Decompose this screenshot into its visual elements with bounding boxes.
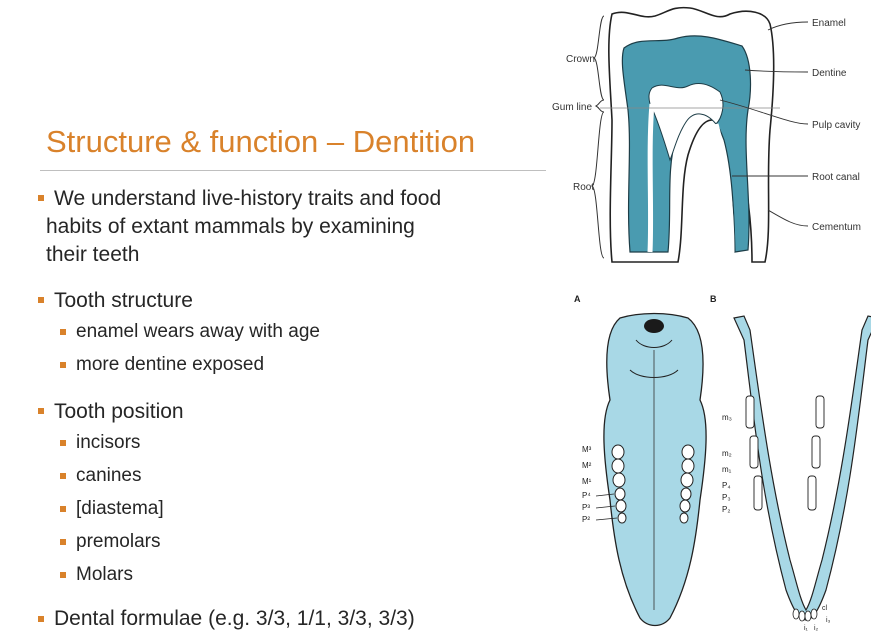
svg-text:cl: cl — [822, 605, 828, 612]
svg-text:M¹: M¹ — [582, 477, 592, 486]
mandible — [733, 315, 871, 621]
svg-text:i₂: i₂ — [814, 625, 819, 632]
root-canal-right — [713, 123, 735, 253]
title-divider — [40, 170, 546, 171]
svg-text:m₁: m₁ — [722, 465, 732, 474]
svg-text:m₂: m₂ — [722, 449, 732, 458]
lower-incisors — [792, 608, 818, 622]
svg-text:M²: M² — [582, 461, 592, 470]
position-item: Molars — [76, 564, 134, 585]
label-crown: Crown — [566, 54, 595, 65]
bullet-intro-line1: We understand live-history traits and fo… — [54, 187, 442, 210]
label-enamel: Enamel — [812, 18, 846, 29]
svg-text:M³: M³ — [582, 445, 592, 454]
lower-tooth-labels: m₃ m₂ m₁ P₄ P₃ P₂ — [722, 413, 732, 514]
bullet-marker — [38, 616, 44, 622]
lower-tooth-row-right — [807, 395, 825, 511]
sub-bullet-marker — [60, 473, 66, 479]
gum-brace — [594, 99, 605, 113]
svg-text:i₃: i₃ — [826, 617, 831, 624]
root-brace — [590, 111, 605, 259]
svg-text:P⁴: P⁴ — [582, 491, 591, 500]
bullet-intro-line2: habits of extant mammals by examining — [46, 215, 415, 238]
structure-item: enamel wears away with age — [76, 321, 320, 342]
tooth-structure-heading: Tooth structure — [54, 289, 193, 312]
bullet-intro-line3: their teeth — [46, 243, 140, 266]
bullet-marker — [38, 408, 44, 414]
svg-text:i₁: i₁ — [804, 625, 809, 632]
bullet-marker — [38, 297, 44, 303]
position-item: premolars — [76, 531, 161, 552]
upper-tooth-row-right — [679, 444, 695, 524]
panel-a-label: A — [574, 294, 581, 304]
label-cementum: Cementum — [812, 222, 861, 233]
sub-bullet-marker — [60, 572, 66, 578]
svg-text:P₃: P₃ — [722, 493, 731, 502]
tooth-position-heading: Tooth position — [54, 400, 184, 423]
sub-bullet-marker — [60, 362, 66, 368]
root-canal-left — [647, 103, 655, 253]
svg-text:P₄: P₄ — [722, 481, 731, 490]
position-item: incisors — [76, 432, 141, 453]
bullet-marker — [38, 195, 44, 201]
slide-title: Structure & function – Dentition — [46, 124, 476, 159]
upper-tooth-row-left — [611, 444, 627, 524]
foramen-magnum — [644, 319, 664, 333]
svg-text:m₃: m₃ — [722, 413, 732, 422]
structure-item: more dentine exposed — [76, 354, 265, 375]
position-item: [diastema] — [76, 498, 164, 519]
upper-tooth-labels: M³ M² M¹ P⁴ P³ P² — [582, 445, 592, 524]
label-gum-line: Gum line — [552, 102, 592, 113]
sub-bullet-marker — [60, 329, 66, 335]
label-root: Root — [573, 182, 594, 193]
sub-bullet-marker — [60, 539, 66, 545]
skull-dentition-diagram: A B M³ M² M¹ P⁴ P³ P² — [574, 294, 871, 632]
position-item: canines — [76, 465, 142, 486]
sub-bullet-marker — [60, 506, 66, 512]
sub-bullet-marker — [60, 440, 66, 446]
incisor-labels: cl i₃ i₁ i₂ — [804, 605, 831, 632]
crown-brace — [592, 15, 605, 101]
panel-b-label: B — [710, 294, 717, 304]
label-dentine: Dentine — [812, 68, 847, 79]
label-root-canal: Root canal — [812, 172, 860, 183]
svg-text:P³: P³ — [582, 503, 590, 512]
tooth-structure-diagram: Crown Gum line Root Enamel Dentine Pulp … — [552, 6, 861, 263]
svg-text:P²: P² — [582, 515, 590, 524]
label-pulp-cavity: Pulp cavity — [812, 120, 860, 131]
svg-text:P₂: P₂ — [722, 505, 730, 514]
lower-tooth-row-left — [745, 395, 763, 511]
skull — [603, 312, 707, 627]
dental-formula-text: Dental formulae (e.g. 3/3, 1/1, 3/3, 3/3… — [54, 607, 415, 630]
